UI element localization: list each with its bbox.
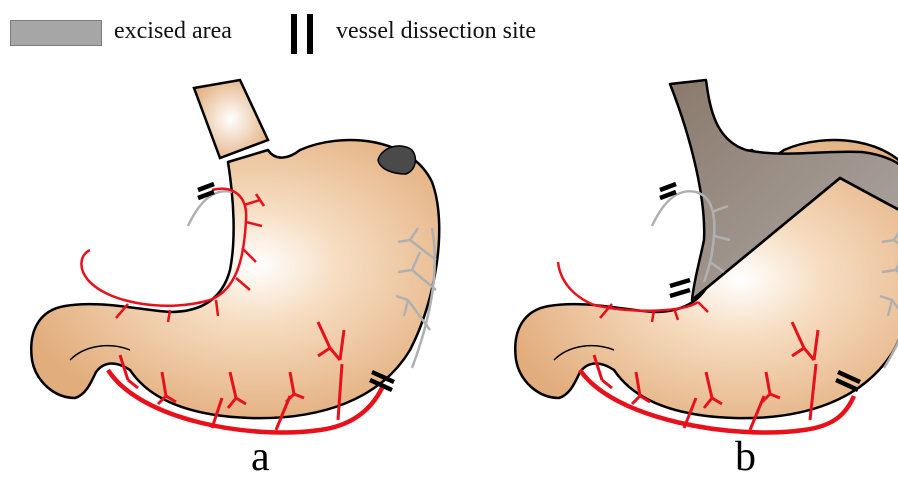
esophagus-stump — [194, 80, 268, 158]
panel-a-label: a — [251, 433, 270, 481]
panel-b-label: b — [735, 433, 756, 481]
panel-b — [515, 80, 898, 433]
panel-a — [31, 80, 439, 433]
